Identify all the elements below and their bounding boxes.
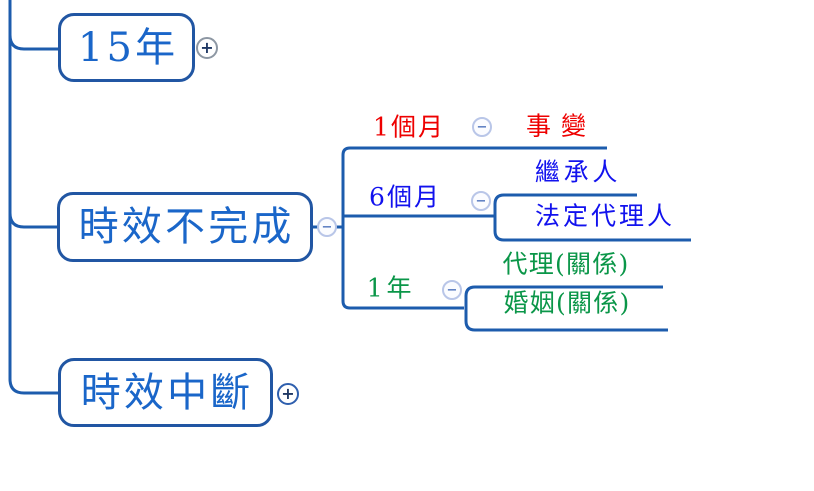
topic-prescription-interrupted-label: 時效中斷 — [80, 369, 254, 416]
children-trunk-and-outer-branches — [341, 146, 607, 310]
expand-button-prescription-interrupted[interactable]: + — [277, 383, 299, 405]
collapse-button-1-year[interactable]: − — [442, 280, 462, 300]
collapse-button-prescription-incomplete[interactable]: − — [317, 217, 337, 237]
topic-15-years[interactable]: 15年 — [58, 13, 195, 82]
topic-prescription-incomplete[interactable]: 時效不完成 — [57, 192, 313, 262]
expand-button-15-years[interactable]: + — [196, 37, 218, 59]
bracket-6-months-children — [493, 193, 691, 242]
collapse-button-6-months[interactable]: − — [471, 191, 491, 211]
topic-1-year[interactable]: 1年 — [366, 273, 416, 303]
topic-marriage-relation[interactable]: 婚姻(關係) — [503, 288, 631, 318]
topic-heir[interactable]: 繼承人 — [534, 157, 622, 187]
topic-legal-representative[interactable]: 法定代理人 — [534, 201, 676, 231]
collapse-button-1-month[interactable]: − — [472, 117, 492, 137]
topic-agency-relation[interactable]: 代理(關係) — [502, 249, 630, 279]
topic-6-months[interactable]: 6個月 — [369, 182, 441, 212]
connector-root-to-incomplete — [8, 212, 57, 229]
bracket-1-year-children — [464, 285, 668, 332]
topic-1-month[interactable]: 1個月 — [373, 112, 445, 142]
topic-prescription-interrupted[interactable]: 時效中斷 — [58, 358, 273, 427]
topic-prescription-incomplete-label: 時效不完成 — [78, 204, 295, 250]
connector-root-to-15y — [8, 34, 58, 51]
connector-root-to-interrupt — [8, 378, 58, 395]
topic-15-years-label: 15年 — [77, 24, 179, 71]
topic-incident[interactable]: 事變 — [525, 111, 597, 141]
